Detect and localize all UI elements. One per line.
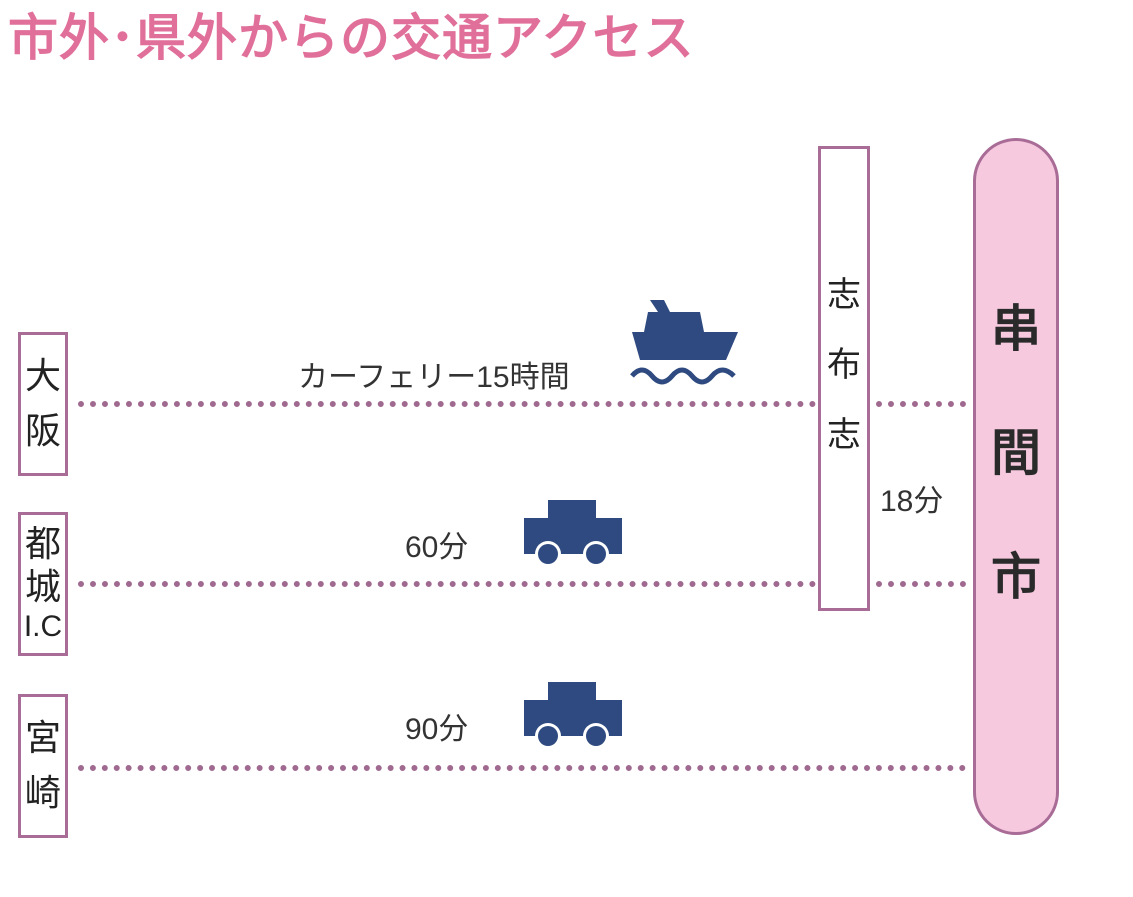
origin-miyazaki-char: 崎 — [24, 773, 61, 814]
route-line-shibushi-kushima — [876, 401, 966, 407]
route-line-miyakonojo-shibushi — [78, 581, 816, 587]
shibushi-kushima-duration-label: 18分 — [880, 485, 944, 518]
destination-char: 串 — [991, 300, 1041, 358]
ferry-duration-label: カーフェリー15時間 — [298, 361, 570, 394]
car-icon — [524, 500, 622, 567]
origin-miyakonojo-char: I.C — [23, 610, 63, 644]
origin-miyazaki: 宮 崎 — [18, 694, 68, 838]
origin-miyakonojo-char: 城 — [24, 567, 61, 608]
miyazaki-duration-label: 90分 — [405, 713, 469, 746]
page-title: 市外･県外からの交通アクセス — [8, 9, 695, 67]
destination-char: 市 — [991, 548, 1041, 606]
origin-osaka-char: 大 — [24, 355, 61, 397]
destination-kushima: 串 間 市 — [973, 138, 1059, 835]
miyakonojo-duration-label: 60分 — [405, 531, 469, 564]
destination-char: 間 — [991, 424, 1041, 482]
origin-miyakonojo-ic: 都 城 I.C — [18, 512, 68, 656]
hub-char: 志 — [827, 275, 861, 315]
ship-icon — [630, 300, 738, 385]
hub-char: 布 — [827, 345, 861, 385]
hub-shibushi: 志 布 志 — [818, 146, 870, 611]
car-icon — [524, 682, 622, 749]
origin-miyazaki-char: 宮 — [24, 717, 61, 759]
origin-osaka: 大 阪 — [18, 332, 68, 476]
origin-osaka-char: 阪 — [24, 411, 61, 452]
route-line-miyazaki-kushima — [78, 765, 966, 771]
hub-char: 志 — [827, 415, 861, 455]
route-line-shibushi-kushima — [876, 581, 966, 587]
origin-miyakonojo-char: 都 — [24, 523, 61, 565]
route-line-osaka-shibushi — [78, 401, 816, 407]
